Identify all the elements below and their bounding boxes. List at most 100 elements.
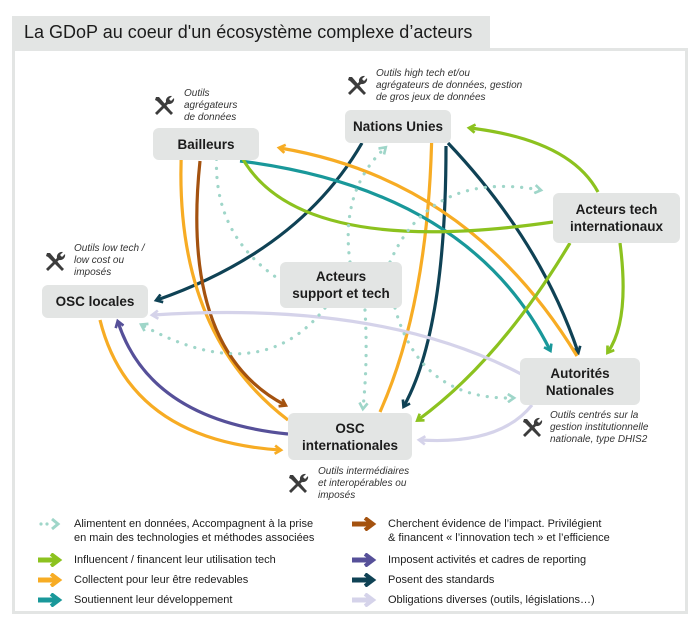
node-label: Nations Unies <box>352 119 444 134</box>
tools-icon <box>520 416 544 440</box>
note-line: imposés <box>318 490 356 501</box>
legend-item-brown: Cherchent évidence de l’impact. Privilég… <box>350 517 610 545</box>
legend-label-line: Alimentent en données, Accompagnent à la… <box>74 518 314 530</box>
legend-arrow-icon <box>352 553 377 567</box>
note-line: Outils high tech et/ou <box>376 68 470 79</box>
tools-icon <box>152 94 176 118</box>
diagram-frame <box>12 48 688 614</box>
note-line: et interopérables ou <box>318 478 407 489</box>
note-line: agrégateurs de données, gestion <box>376 80 523 91</box>
legend-label-line: & financent « l’innovation tech » et l’e… <box>388 532 610 544</box>
legend-item-green: Influencent / financent leur utilisation… <box>36 553 276 567</box>
tools-icon <box>286 472 310 496</box>
node-bailleurs: Bailleurs <box>153 128 259 160</box>
tools-icon <box>43 250 67 274</box>
note-line: de gros jeux de données <box>376 92 486 103</box>
legend-label: Alimentent en données, Accompagnent à la… <box>74 517 314 545</box>
legend-label-line: Collectent pour leur être redevables <box>74 574 249 586</box>
arrow-acteurs_tech-to-bailleurs <box>238 150 554 234</box>
legend-label: Obligations diverses (outils, législatio… <box>388 593 595 607</box>
legend-arrow-icon <box>38 593 63 607</box>
legend-label-line: Soutiennent leur développement <box>74 594 233 606</box>
arrow-support-to-acteurs_tech <box>388 186 540 264</box>
node-label: internationaux <box>569 219 663 234</box>
legend-label-line: Obligations diverses (outils, législatio… <box>388 594 595 606</box>
legend-label: Cherchent évidence de l’impact. Privilég… <box>388 517 610 545</box>
arrow-osc_int-to-osc_locales <box>118 322 289 436</box>
arrow-autorites-to-osc_locales <box>153 312 522 376</box>
arrow-support-to-nations_unies <box>346 148 385 264</box>
legend-item-orange: Collectent pour leur être redevables <box>36 573 248 587</box>
arrow-autorites-to-bailleurs <box>280 148 579 357</box>
legend-arrow-icon <box>352 593 377 607</box>
arrow-nations_unies-to-autorites <box>446 141 578 352</box>
legend-label-line: en main des technologies et méthodes ass… <box>74 532 315 544</box>
node-osc-locales: OSC locales <box>42 285 148 318</box>
arrow-acteurs_tech-to-nations_unies <box>470 128 600 193</box>
legend-item-lavender: Obligations diverses (outils, législatio… <box>350 593 595 607</box>
arrow-support-to-osc_int <box>363 308 366 408</box>
node-acteurs-tech-internationaux: Acteurs tech internationaux <box>553 193 680 243</box>
legend-item-purple: Imposent activités et cadres de reportin… <box>350 553 586 567</box>
node-label: internationales <box>301 437 399 453</box>
arrow-acteurs_tech-to-autorites <box>608 242 625 352</box>
legend-label: Collectent pour leur être redevables <box>74 573 248 587</box>
node-label: Bailleurs <box>177 136 235 152</box>
legend-label: Influencent / financent leur utilisation… <box>74 553 276 567</box>
legend-label-line: Imposent activités et cadres de reportin… <box>388 554 587 566</box>
legend-arrow-icon <box>352 517 377 531</box>
node-label: Nationales <box>545 382 615 398</box>
note-line: Outils centrés sur la <box>550 410 639 421</box>
legend-label-line: Influencent / financent leur utilisation… <box>74 554 276 566</box>
legend-arrow-icon <box>38 553 63 567</box>
note-line: nationale, type DHIS2 <box>550 434 648 445</box>
node-label: OSC <box>335 420 365 436</box>
arrow-osc_locales-to-osc_int <box>98 319 280 450</box>
arrow-nations_unies-to-osc_locales <box>157 142 364 300</box>
legend-item-navy: Posent des standards <box>350 573 494 587</box>
note-line: imposés <box>74 267 112 278</box>
legend-item-teal: Soutiennent leur développement <box>36 593 232 607</box>
legend-label-line: Cherchent évidence de l’impact. Privilég… <box>388 518 602 530</box>
arrow-osc_int-to-nations_unies <box>378 122 432 413</box>
arrow-support-to-osc_locales <box>142 306 327 356</box>
tools-icon <box>345 74 369 98</box>
note-line: gestion institutionnelle <box>550 422 649 433</box>
legend-label-line: Posent des standards <box>388 574 495 586</box>
arrow-bailleurs-to-autorites <box>239 159 550 350</box>
legend-label: Posent des standards <box>388 573 494 587</box>
note-line: Outils <box>184 88 210 99</box>
node-label: Autorités <box>550 365 610 381</box>
arrow-bailleurs-to-osc_int <box>195 160 285 405</box>
legend-arrow-icon <box>39 517 61 531</box>
note-line: de données <box>184 112 237 123</box>
note-line: low cost ou <box>74 255 125 266</box>
note-line: agrégateurs <box>184 100 238 111</box>
page-title: La GDoP au coeur d'un écosystème complex… <box>12 16 490 48</box>
note-line: Outils low tech / <box>74 243 145 254</box>
arrow-nations_unies-to-osc_int <box>404 145 448 406</box>
arrow-support-to-bailleurs <box>216 150 292 288</box>
node-nations-unies: Nations Unies <box>345 110 451 143</box>
legend-item-dotted: Alimentent en données, Accompagnent à la… <box>36 517 314 545</box>
node-label: Acteurs <box>315 269 367 284</box>
note-line: Outils intermédiaires <box>318 466 410 477</box>
node-label: Acteurs tech <box>575 202 658 217</box>
legend-label: Soutiennent leur développement <box>74 593 232 607</box>
arrow-support-to-autorites <box>393 306 513 398</box>
legend-label: Imposent activités et cadres de reportin… <box>388 553 586 567</box>
node-label: OSC locales <box>55 294 135 309</box>
arrow-acteurs_tech-to-osc_int <box>418 242 572 420</box>
legend-arrow-icon <box>38 573 63 587</box>
legend-arrow-icon <box>352 573 377 587</box>
arrow-osc_int-to-bailleurs <box>181 140 289 422</box>
